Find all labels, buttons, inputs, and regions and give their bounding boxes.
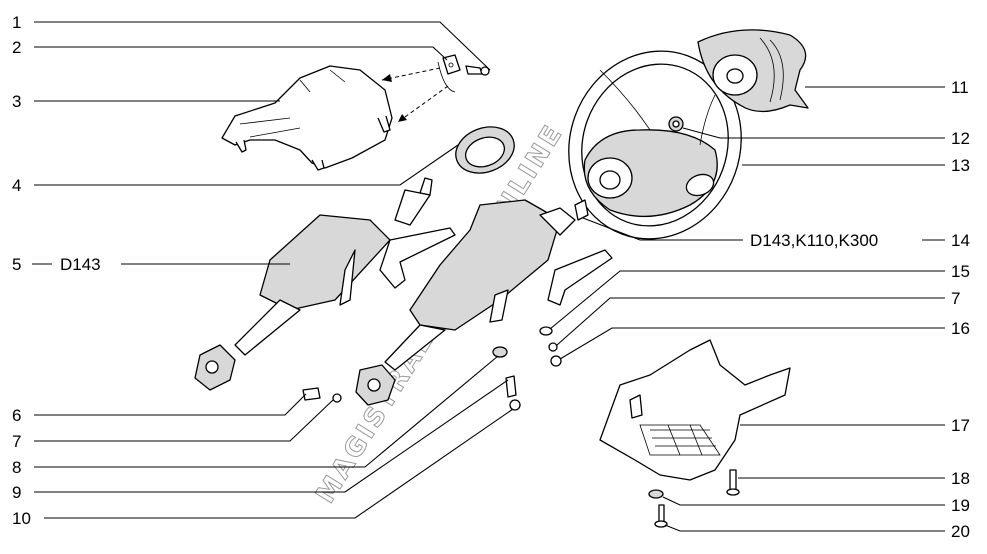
callout-12: 12 (951, 129, 970, 148)
callout-2: 2 (12, 38, 21, 57)
right-steering-column-part (355, 199, 613, 406)
bolt-6 (302, 387, 321, 401)
airbag-part (697, 29, 809, 113)
callout-4: 4 (12, 176, 21, 195)
upper-shroud-part (221, 65, 393, 171)
callout-1: 1 (12, 13, 21, 32)
callout-6: 6 (12, 406, 21, 425)
small-hardware (302, 326, 562, 411)
callout-7-left: 7 (12, 432, 21, 451)
right-callouts: 11 12 13 D143,K110,K300 14 15 7 16 17 18… (750, 78, 970, 541)
washer-15 (539, 326, 553, 336)
callout-15: 15 (951, 262, 970, 281)
screw-part (465, 65, 490, 76)
washer-19-part (648, 489, 664, 499)
callout-19: 19 (951, 496, 970, 515)
callout-10: 10 (12, 509, 31, 528)
assembly-arrows (381, 67, 449, 123)
left-callouts: 1 2 3 4 5 D143 6 7 8 9 10 (12, 13, 101, 528)
washer-7-right (548, 342, 558, 352)
callout-5-variant: D143 (60, 255, 101, 274)
callout-14-variant: D143,K110,K300 (750, 231, 878, 250)
steering-wheel-part (568, 50, 742, 240)
callout-9: 9 (12, 483, 21, 502)
leader-lines (32, 21, 945, 532)
clip-part (437, 54, 461, 93)
callout-16: 16 (951, 319, 970, 338)
washer-7-left (332, 393, 342, 403)
screw-18-part (726, 469, 740, 496)
nut-part (668, 116, 684, 132)
callout-20: 20 (951, 522, 970, 541)
screw-20-part (654, 504, 668, 528)
left-steering-column-part (194, 177, 456, 391)
callout-3: 3 (12, 92, 21, 111)
screw-9 (505, 375, 517, 398)
nut-16 (550, 355, 562, 367)
callout-17: 17 (951, 416, 970, 435)
callout-7-right: 7 (951, 289, 960, 308)
callout-18: 18 (951, 469, 970, 488)
callout-13: 13 (951, 156, 970, 175)
callout-8: 8 (12, 458, 21, 477)
ring-part (455, 126, 515, 174)
washer-8 (492, 346, 508, 358)
nut-10 (509, 399, 521, 411)
lower-shroud-part (599, 339, 791, 481)
callout-5: 5 (12, 255, 21, 274)
callout-14: 14 (951, 231, 970, 250)
callout-11: 11 (951, 78, 969, 97)
